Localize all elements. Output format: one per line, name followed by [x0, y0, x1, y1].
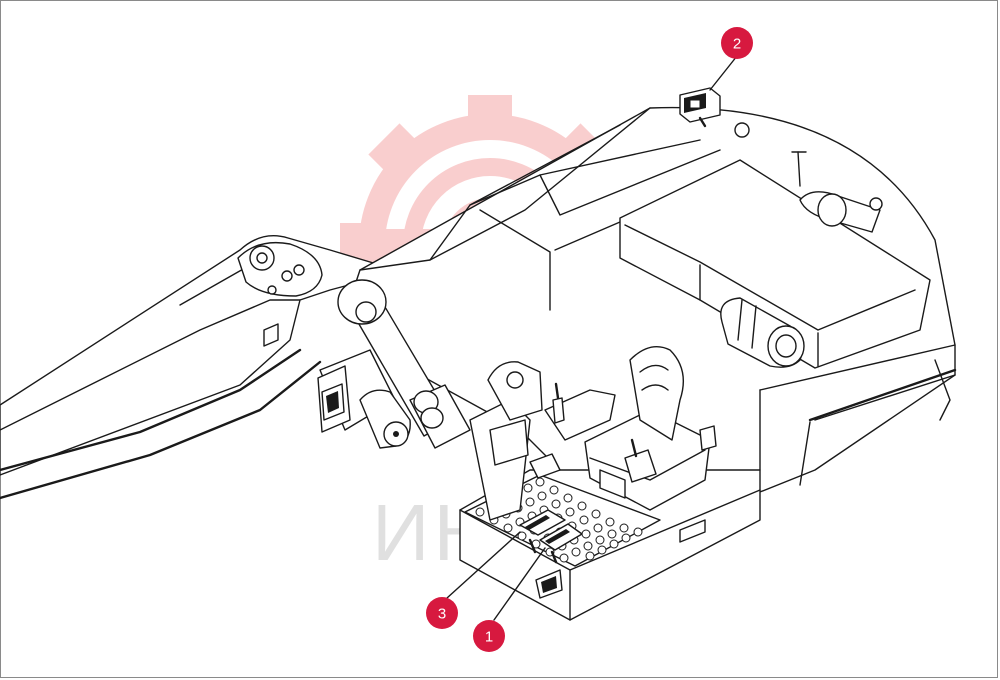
boom-arm	[0, 235, 381, 500]
leader-line-1	[493, 547, 546, 621]
callout-2-marker	[721, 27, 753, 59]
beacon-lamp	[679, 87, 721, 128]
left-console	[469, 361, 561, 521]
work-lamps-left	[317, 365, 351, 433]
right-console	[544, 346, 717, 511]
callout-3-marker	[426, 597, 458, 629]
callout-3[interactable]: 3	[426, 597, 458, 629]
callout-2-label: 2	[733, 36, 741, 53]
perforated-floor-plate	[475, 477, 643, 563]
callout-1[interactable]: 1	[473, 620, 505, 652]
leader-line-3	[446, 531, 521, 599]
travel-pedals	[519, 509, 583, 564]
leader-line-2	[709, 55, 738, 91]
leader-lines	[446, 55, 738, 621]
callout-1-label: 1	[485, 629, 493, 646]
callout-2[interactable]: 2	[721, 27, 753, 59]
boom-cylinder	[319, 279, 471, 449]
callout-3-label: 3	[438, 606, 446, 623]
callout-1-marker	[473, 620, 505, 652]
